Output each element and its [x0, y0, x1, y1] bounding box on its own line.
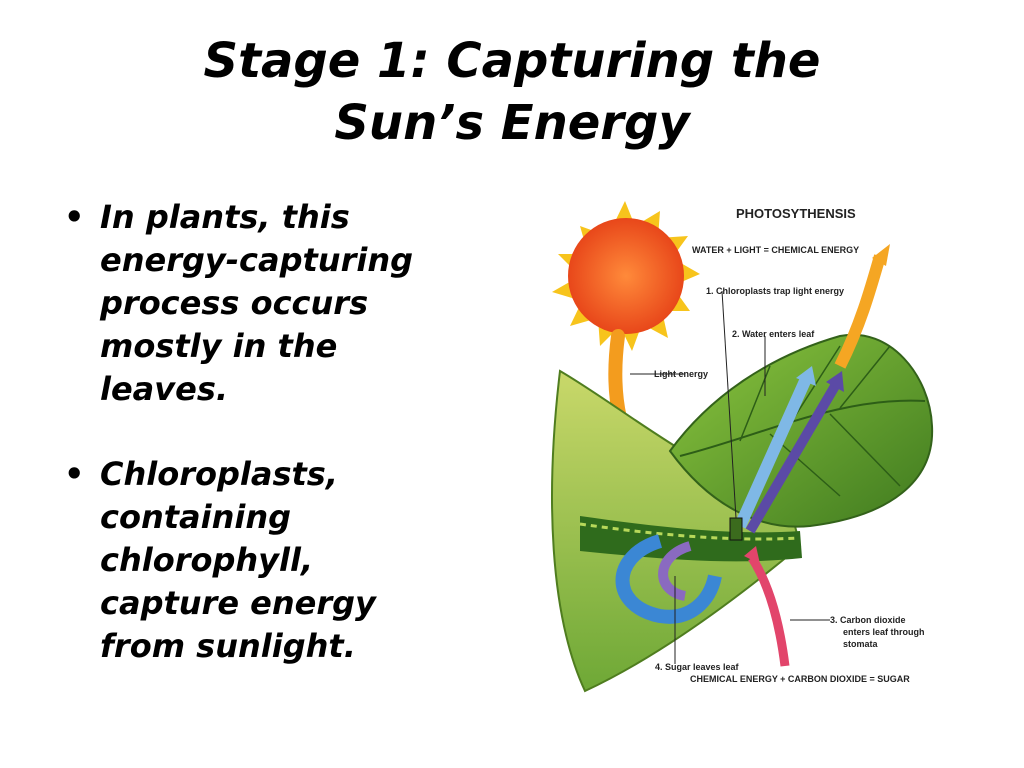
chloroplast-marker — [729, 517, 743, 541]
title-line-2: Sun’s Energy — [334, 95, 690, 151]
diagram-heading: PHOTOSYTHENSIS — [736, 206, 856, 221]
step1-label: 1. Chloroplasts trap light energy — [706, 286, 844, 296]
step3-line1: 3. Carbon dioxide — [830, 615, 906, 625]
equation-top: WATER + LIGHT = CHEMICAL ENERGY — [692, 245, 859, 255]
bullet-list: • In plants, this energy-capturing proce… — [62, 196, 462, 710]
sun-icon — [552, 201, 700, 351]
water-curl-arrow — [615, 534, 722, 624]
photosynthesis-diagram: PHOTOSYTHENSIS WATER + LIGHT = CHEMICAL … — [540, 196, 950, 696]
leaf-upper — [668, 333, 934, 528]
step4-label: 4. Sugar leaves leaf — [655, 662, 740, 672]
bullet-item-chloroplasts: • Chloroplasts, containing chlorophyll, … — [62, 453, 462, 668]
leaf-stem — [834, 254, 886, 369]
step3-line3: stomata — [843, 639, 879, 649]
title-line-1: Stage 1: Capturing the — [203, 33, 821, 89]
bullet-text: In plants, this energy-capturing process… — [100, 198, 413, 408]
water-arrow — [734, 378, 811, 529]
step2-label: 2. Water enters leaf — [732, 329, 815, 339]
bullet-dot: • — [64, 198, 85, 236]
equation-bottom: CHEMICAL ENERGY + CARBON DIOXIDE = SUGAR — [690, 674, 910, 684]
photosynthesis-illustration: PHOTOSYTHENSIS WATER + LIGHT = CHEMICAL … — [551, 201, 934, 693]
light-energy-label: Light energy — [654, 369, 708, 379]
bullet-item-leaves: • In plants, this energy-capturing proce… — [62, 196, 462, 411]
bullet-text: Chloroplasts, containing chlorophyll, ca… — [100, 455, 376, 665]
slide-title: Stage 1: Capturing the Sun’s Energy — [0, 30, 1024, 154]
bullet-dot: • — [64, 455, 85, 493]
step3-line2: enters leaf through — [843, 627, 925, 637]
co2-arrow — [748, 555, 790, 667]
sugar-curl-arrow — [658, 541, 692, 601]
sugar-arrow — [745, 383, 840, 534]
